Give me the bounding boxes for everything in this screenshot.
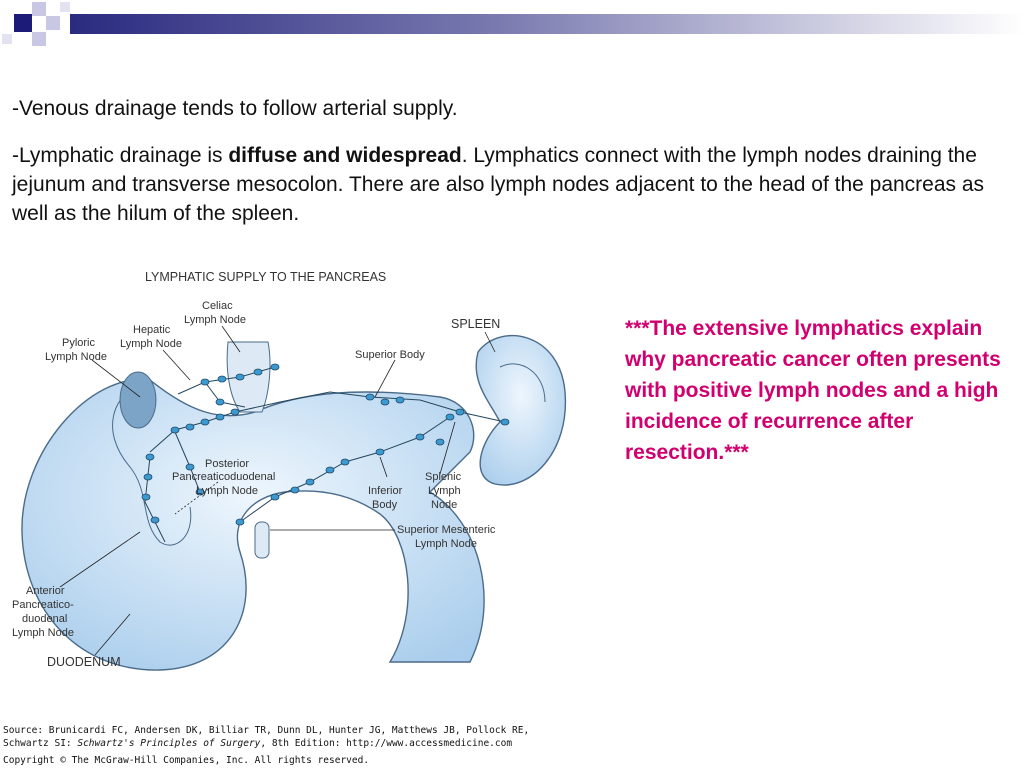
label-pyloric: Pyloric <box>62 337 96 349</box>
label-splenic-node: Node <box>431 499 457 511</box>
venous-drainage-text: -Venous drainage tends to follow arteria… <box>12 97 458 120</box>
header-gradient-bar <box>0 0 1024 52</box>
lymphatic-text-bold: diffuse and widespread <box>228 144 462 167</box>
label-sma: Superior Mesenteric <box>397 524 496 536</box>
source-authors: Schwartz SI: <box>3 738 78 749</box>
source-edition: , 8th Edition: http://www.accessmedicine… <box>260 738 513 749</box>
label-superior-body: Superior Body <box>355 349 425 361</box>
label-pyloric-node: Lymph Node <box>45 351 107 363</box>
label-posterior-pd: Pancreaticoduodenal <box>172 471 275 483</box>
label-celiac: Celiac <box>202 300 233 312</box>
pancreas-duodenum-shape <box>21 341 485 671</box>
label-splenic-lymph: Lymph <box>428 485 461 497</box>
label-hepatic: Hepatic <box>133 324 171 336</box>
label-posterior: Posterior <box>205 458 249 470</box>
figure-title: LYMPHATIC SUPPLY TO THE PANCREAS <box>145 270 386 284</box>
label-duodenum: DUODENUM <box>47 655 121 669</box>
source-line-2: Schwartz SI: Schwartz's Principles of Su… <box>3 737 529 750</box>
label-spleen: SPLEEN <box>451 317 500 331</box>
label-anterior-node: Lymph Node <box>12 627 74 639</box>
spleen-shape <box>475 335 567 486</box>
label-hepatic-node: Lymph Node <box>120 338 182 350</box>
label-sma-node: Lymph Node <box>415 538 477 550</box>
copyright-notice: Copyright © The McGraw-Hill Companies, I… <box>3 755 370 766</box>
label-anterior: Anterior <box>26 585 65 597</box>
lymphatic-drainage-text: -Lymphatic drainage is diffuse and wides… <box>12 141 1007 228</box>
lymphatic-text-prefix: -Lymphatic drainage is <box>12 144 229 167</box>
label-posterior-node: Lymph Node <box>196 485 258 497</box>
leader-lines <box>59 325 496 656</box>
source-line-1: Source: Brunicardi FC, Andersen DK, Bill… <box>3 725 530 736</box>
label-anterior-pancreatico: Pancreatico- <box>12 599 74 611</box>
lymph-nodes <box>141 363 510 526</box>
label-celiac-node: Lymph Node <box>184 314 246 326</box>
label-splenic: Splenic <box>425 471 462 483</box>
pancreatic-cancer-callout: ***The extensive lymphatics explain why … <box>625 317 1001 464</box>
header-decorative-squares <box>0 0 80 57</box>
lymphatic-supply-figure: LYMPHATIC SUPPLY TO THE PANCREAS <box>0 252 572 702</box>
label-inferior: Inferior <box>368 485 403 497</box>
lymphatic-text-suffix: . Lymphatics connect with the lymph node… <box>12 144 985 225</box>
label-inferior-body: Body <box>372 499 398 511</box>
source-citation: Source: Brunicardi FC, Andersen DK, Bill… <box>3 724 529 750</box>
label-anterior-duodenal: duodenal <box>22 613 67 625</box>
source-book-title: Schwartz's Principles of Surgery <box>77 738 261 749</box>
